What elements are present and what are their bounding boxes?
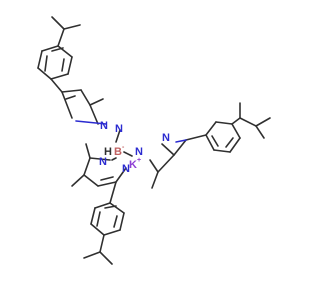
atom-n-top-2: N bbox=[115, 123, 123, 135]
right-pyrazole-ring bbox=[149, 139, 187, 189]
bottom-isopropyl bbox=[83, 234, 113, 265]
right-benzene-ring bbox=[205, 117, 241, 153]
atom-boron: B bbox=[114, 146, 122, 158]
atom-n-right-1: N bbox=[135, 146, 143, 158]
top-pyrazole-ring bbox=[61, 89, 107, 125]
b-n-top-bond bbox=[115, 129, 121, 143]
top-aryl-link bbox=[50, 78, 63, 93]
b-n-left-bond bbox=[111, 157, 117, 161]
structure-drawing: N N H B - N N K + N N bbox=[37, 16, 271, 265]
atom-n-top-1: N bbox=[100, 120, 108, 132]
atom-n-left-1: N bbox=[99, 156, 107, 168]
left-aryl-link bbox=[109, 181, 117, 204]
left-pyrazole-ring bbox=[71, 143, 127, 187]
top-isopropyl bbox=[51, 16, 81, 47]
atom-h-boron: H bbox=[104, 146, 112, 158]
atom-n-right-2: N bbox=[162, 132, 170, 144]
atom-potassium: K bbox=[129, 159, 137, 171]
atom-n-left-2: N bbox=[122, 163, 130, 175]
bottom-benzene-ring bbox=[90, 202, 125, 236]
b-n-right-bond bbox=[123, 151, 133, 157]
boron-charge: - bbox=[122, 144, 125, 151]
molecule-canvas: N N H B - N N K + N N bbox=[37, 16, 271, 265]
right-isopropyl bbox=[239, 102, 271, 139]
right-aryl-link bbox=[185, 134, 207, 141]
potassium-charge: + bbox=[137, 157, 141, 164]
top-benzene-ring bbox=[37, 45, 73, 80]
